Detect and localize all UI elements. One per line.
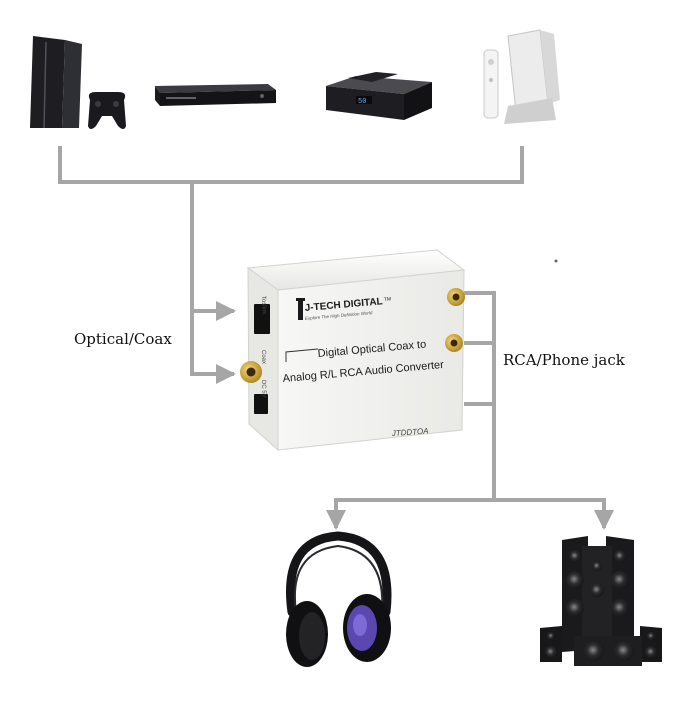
blu-ray-player-icon (155, 84, 276, 106)
brand-logo (296, 298, 305, 320)
brand-trademark: TM (384, 296, 392, 303)
speaker-system-icon (540, 536, 662, 666)
set-top-box-icon: 50 (326, 72, 432, 120)
converter-box: Toslink Coax DC 5V J-TECH DIGITAL TM Exp… (240, 249, 466, 452)
rca-bracket-line (464, 291, 496, 502)
power-port (254, 394, 268, 414)
coax-port-label: Coax (260, 350, 266, 364)
toslink-port (254, 304, 270, 334)
stray-dot (554, 259, 558, 263)
motion-console-icon (483, 29, 560, 124)
optical-coax-label: Optical/Coax (74, 330, 172, 348)
connector-lines (58, 146, 614, 530)
toslink-port-label: Toslink (260, 296, 267, 316)
source-bus-line (58, 146, 524, 184)
stb-display-readout: 50 (358, 98, 366, 106)
headphones-icon (286, 531, 392, 667)
brand-tagline: Explore The High Definition World (305, 310, 373, 321)
converter-model: JTDDTOA (391, 426, 429, 438)
game-console-icon (30, 36, 126, 129)
power-port-label: DC 5V (260, 380, 267, 398)
rca-phone-jack-label: RCA/Phone jack (503, 351, 625, 369)
